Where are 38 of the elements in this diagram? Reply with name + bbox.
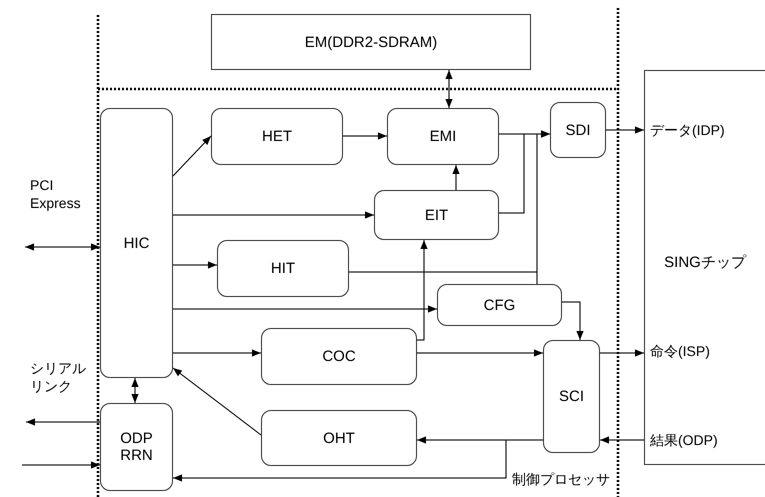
arrow <box>131 378 139 404</box>
signal-label: 結果(ODP) <box>650 431 719 450</box>
arrow <box>26 418 100 426</box>
arrow <box>342 132 388 140</box>
arrow <box>172 349 262 357</box>
block-box: SCI <box>543 340 600 453</box>
arrow <box>172 211 374 219</box>
arrow <box>445 70 453 108</box>
arrow <box>22 461 100 469</box>
block-box: HET <box>211 108 343 165</box>
block-box: EIT <box>374 190 499 240</box>
block-box: CFG <box>437 284 562 326</box>
block-box: EMI <box>387 108 499 165</box>
arrow <box>172 368 262 436</box>
arrow <box>562 302 584 340</box>
arrow <box>536 130 550 284</box>
region-label: 制御プロセッサ <box>512 470 611 488</box>
block-box: COC <box>261 328 417 385</box>
arrow <box>452 164 460 190</box>
arrow <box>172 305 438 313</box>
arrow <box>172 261 218 269</box>
arrow <box>172 136 212 176</box>
block-box: OHT <box>261 410 417 466</box>
port-label: シリアルリンク <box>30 359 87 396</box>
arrow <box>606 126 644 134</box>
block-box: HIT <box>217 240 349 297</box>
arrow <box>600 436 644 444</box>
arrow <box>24 243 100 251</box>
signal-label: 命令(ISP) <box>650 342 711 360</box>
signal-label: データ(IDP) <box>650 121 726 140</box>
port-label: PCI Express <box>30 176 82 212</box>
block-box: ODP RRN <box>100 403 173 491</box>
memory-box: EM(DDR2-SDRAM) <box>211 14 531 70</box>
arrow <box>416 349 544 357</box>
block-box: HIC <box>100 108 173 378</box>
arrow <box>600 349 644 357</box>
block-box: SDI <box>550 102 606 158</box>
arrow <box>416 240 428 340</box>
